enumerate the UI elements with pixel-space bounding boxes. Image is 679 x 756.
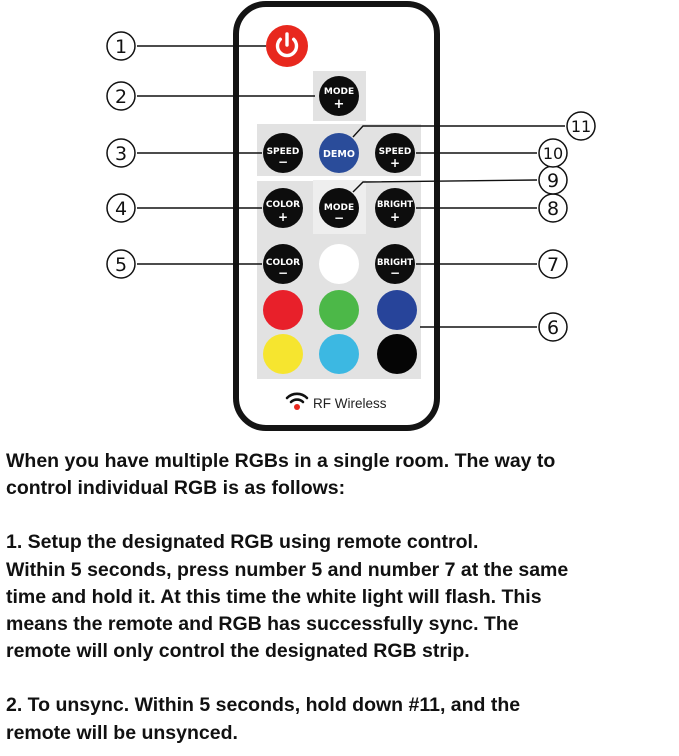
demo-button[interactable]: DEMO [319,133,359,173]
step-1-line: means the remote and RGB has successfull… [6,613,519,636]
speed-minus-label: SPEED [267,147,300,157]
intro-paragraph: When you have multiple RGBs in a single … [6,448,674,502]
svg-text:1: 1 [115,36,127,58]
svg-text:9: 9 [547,170,559,192]
demo-label: DEMO [323,149,355,160]
svg-text:2: 2 [115,86,127,108]
step-2-line: 2. To unsync. Within 5 seconds, hold dow… [6,694,521,717]
intro-line: When you have multiple RGBs in a single … [6,450,556,472]
red-color-button[interactable] [263,290,303,330]
step-1-line: time and hold it. At this time the white… [6,585,542,608]
speed-plus-label: SPEED [379,147,412,157]
step-2-line: remote will be unsynced. [6,721,238,744]
callout-1: 1 [106,31,136,61]
step-1-line: Within 5 seconds, press number 5 and num… [6,558,569,581]
intro-line: control individual RGB is as follows: [6,477,346,500]
power-button[interactable] [266,25,308,67]
step-1-line: 1. Setup the designated RGB using remote… [6,531,479,554]
mode-minus-sign: − [334,211,344,225]
remote-diagram: MODE + SPEED − DEMO SPEED + COLOR + MODE… [106,1,596,431]
svg-text:3: 3 [115,143,127,165]
speed-plus-button[interactable]: SPEED + [375,133,415,173]
color-plus-label: COLOR [266,200,300,210]
callout-7: 7 [538,249,568,279]
step-1-paragraph: 1. Setup the designated RGB using remote… [6,529,674,665]
blue-color-button[interactable] [377,290,417,330]
mode-plus-button[interactable]: MODE + [319,76,359,116]
callout-10: 10 [538,138,568,168]
mode-minus-button[interactable]: MODE − [319,188,359,228]
callout-4: 4 [106,193,136,223]
power-icon [275,32,299,58]
step-1-line: remote will only control the designated … [6,640,470,663]
svg-text:5: 5 [115,254,127,276]
svg-text:8: 8 [547,198,559,220]
black-color-button[interactable] [377,334,417,374]
callout-3: 3 [106,138,136,168]
mode-minus-label: MODE [324,203,354,213]
callout-11: 11 [566,111,596,141]
bright-minus-label: BRIGHT [377,258,413,268]
color-minus-label: COLOR [266,258,300,268]
color-plus-button[interactable]: COLOR + [263,188,303,228]
callout-lines [137,45,565,328]
svg-text:11: 11 [571,117,591,136]
svg-text:7: 7 [547,254,559,276]
bright-minus-sign: − [390,266,400,280]
step-2-paragraph: 2. To unsync. Within 5 seconds, hold dow… [6,692,674,746]
mode-plus-label: MODE [324,87,354,97]
bright-plus-sign: + [390,210,400,224]
callout-6: 6 [538,312,568,342]
white-color-button[interactable] [319,244,359,284]
color-plus-sign: + [278,210,288,224]
cyan-color-button[interactable] [319,334,359,374]
rf-wireless-label: RF Wireless [313,396,387,411]
sync-instructions: When you have multiple RGBs in a single … [6,448,674,747]
speed-minus-button[interactable]: SPEED − [263,133,303,173]
yellow-color-button[interactable] [263,334,303,374]
bright-minus-button[interactable]: BRIGHT − [375,244,415,284]
svg-text:10: 10 [543,144,563,163]
speed-plus-sign: + [390,156,400,170]
callout-5: 5 [106,249,136,279]
color-minus-sign: − [278,266,288,280]
svg-text:6: 6 [547,317,559,339]
mode-plus-sign: + [334,97,345,112]
bright-plus-label: BRIGHT [377,200,413,210]
svg-text:4: 4 [115,198,127,220]
bright-plus-button[interactable]: BRIGHT + [375,188,415,228]
callout-2: 2 [106,81,136,111]
callout-9: 9 [538,165,568,195]
green-color-button[interactable] [319,290,359,330]
speed-minus-sign: − [278,155,288,169]
wireless-signal-icon [285,392,309,410]
color-minus-button[interactable]: COLOR − [263,244,303,284]
callout-8: 8 [538,193,568,223]
